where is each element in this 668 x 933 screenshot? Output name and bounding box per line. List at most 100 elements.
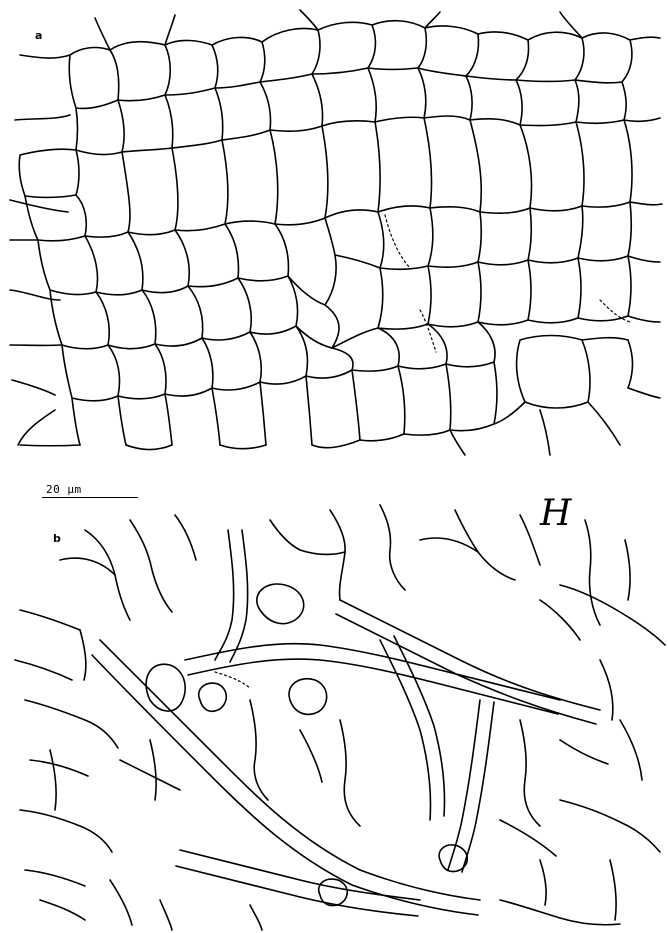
cell-wall [630, 37, 660, 40]
cell-wall [628, 316, 660, 322]
tube-branch [270, 520, 345, 554]
tube-branch [15, 660, 72, 680]
cell-outline [530, 122, 584, 211]
cell-outline [128, 148, 178, 235]
cell-wall [18, 410, 55, 445]
tube-wall [462, 702, 494, 872]
tube-branch [620, 720, 642, 780]
cell-wall [300, 10, 318, 30]
cell-outline [25, 195, 86, 241]
dotted-cell-wall [600, 300, 630, 322]
tube-loop [439, 845, 467, 872]
tube-branch [560, 740, 608, 764]
tube-branch [610, 860, 616, 920]
tube-branch [560, 585, 665, 645]
cell-outline [352, 366, 405, 441]
tube-branch [500, 900, 620, 925]
cell-wall [450, 430, 465, 455]
tube-loop [289, 679, 327, 715]
cell-outline [428, 262, 481, 327]
cell-outline [517, 336, 590, 409]
tube-wall [380, 640, 431, 820]
cell-outline [322, 68, 376, 126]
tube-wall [185, 644, 560, 700]
cell-outline [325, 122, 380, 218]
cell-outline [446, 322, 495, 367]
cell-outline [312, 22, 375, 74]
tube-wall [215, 530, 234, 660]
tube-branch [85, 530, 130, 620]
cell-wall [540, 410, 550, 455]
tube-branch [30, 760, 88, 776]
cell-outline [368, 21, 426, 70]
tube-branch [560, 800, 660, 852]
tube-wall [188, 659, 558, 714]
cell-outline [578, 202, 631, 261]
cell-wall [20, 55, 70, 58]
cell-outline [250, 276, 298, 334]
cell-outline [222, 82, 271, 140]
tube-branch [110, 880, 132, 925]
tube-branch [40, 900, 85, 920]
cell-outline [375, 68, 426, 122]
cell-outline [69, 48, 118, 109]
cell-outline [212, 388, 220, 445]
tube-branch [25, 870, 85, 886]
cell-outline [85, 152, 130, 237]
tube-branch [160, 900, 172, 930]
cell-wall [126, 445, 172, 450]
cell-outline [296, 305, 339, 348]
cell-outline [588, 402, 620, 445]
cell-outline [378, 266, 431, 329]
tube-branch [20, 810, 112, 852]
cell-wall [220, 445, 266, 449]
tube-branch [540, 860, 546, 905]
cell-outline [470, 80, 522, 125]
cell-outline [378, 118, 432, 212]
tube-wall [180, 850, 420, 900]
cell-outline [142, 230, 189, 293]
tube-branch [130, 520, 172, 612]
cell-outline [260, 382, 266, 445]
cell-outline [270, 74, 323, 131]
cell-wall [624, 118, 660, 121]
cell-wall [312, 440, 360, 448]
cell-outline [108, 290, 156, 349]
tube-branch [585, 520, 600, 625]
tube-branch [80, 630, 86, 680]
cell-outline [238, 224, 288, 281]
tube-loop [257, 584, 304, 624]
panel-b-label: b [53, 533, 61, 544]
cell-wall [15, 115, 70, 120]
cell-outline [172, 88, 223, 148]
cell-outline [576, 82, 626, 123]
cell-outline [528, 206, 583, 263]
cell-outline [165, 394, 172, 445]
cell-outline [72, 398, 80, 445]
cell-outline [466, 32, 529, 80]
tube-branch [25, 700, 118, 748]
tube-branch [540, 600, 580, 640]
tube-branch [250, 905, 262, 930]
cell-outline [494, 402, 525, 424]
panel-a-label: a [35, 30, 42, 41]
cell-outline [175, 140, 228, 231]
tube-branch [340, 720, 360, 826]
tube-wall [230, 530, 248, 662]
tube-loop [146, 664, 185, 711]
cell-wall [10, 200, 68, 212]
cell-outline [520, 80, 579, 126]
tube-branch [420, 538, 478, 552]
cell-outline [19, 149, 79, 197]
tube-branch [520, 720, 540, 826]
tube-branch [175, 515, 196, 560]
tube-wall [176, 866, 418, 916]
cell-outline [430, 120, 481, 212]
cell-outline [450, 362, 497, 431]
tube-loop [319, 879, 348, 906]
cell-wall [165, 15, 175, 45]
cell-network-panel-b [0, 470, 668, 933]
cell-outline [38, 236, 98, 294]
cell-wall [630, 202, 662, 205]
cell-outline [428, 212, 481, 267]
